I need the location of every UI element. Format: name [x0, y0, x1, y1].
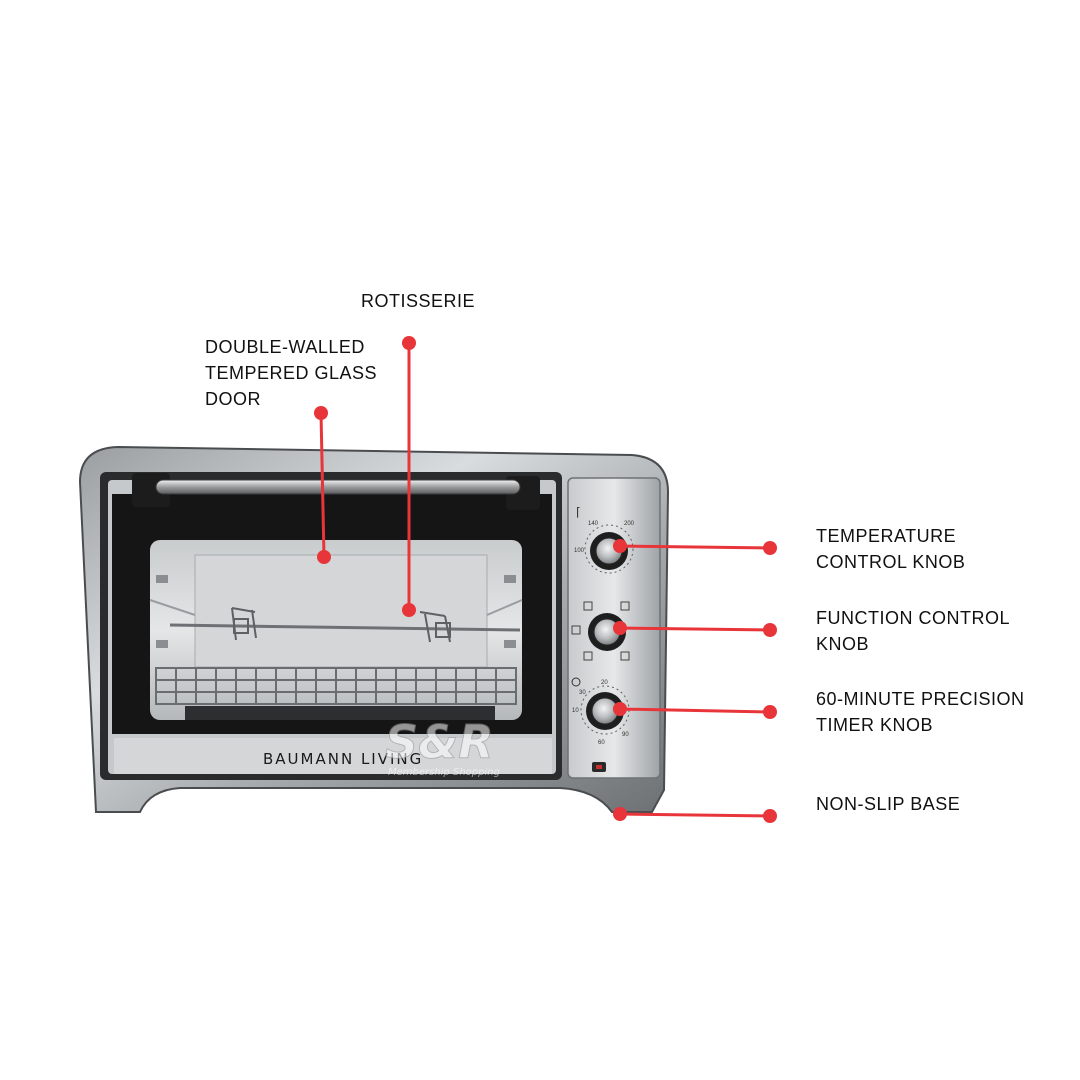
callout-pointer-timer-knob	[613, 702, 777, 719]
brand-logo: BAUMANN LIVING	[263, 750, 423, 768]
watermark: S&R Membership Shopping	[385, 715, 500, 779]
temperature-scale-100: 100	[574, 548, 585, 554]
callout-pointer-door	[314, 406, 331, 564]
callout-label-base: NON-SLIP BASE	[816, 794, 961, 814]
callout-pointer-function-knob	[613, 621, 777, 637]
clock-icon	[571, 677, 581, 687]
temperature-scale-200: 200	[624, 521, 635, 527]
timer-knob[interactable]	[586, 692, 624, 730]
callout-label-temperature-knob: TEMPERATURE CONTROL KNOB	[816, 526, 966, 572]
rotisserie-spit	[169, 607, 521, 643]
watermark-tagline: Membership Shopping	[388, 767, 500, 778]
baking-tray	[185, 706, 495, 720]
timer-scale-20: 20	[601, 680, 608, 686]
wire-rack	[155, 667, 517, 705]
callout-label-timer-knob: 60-MINUTE PRECISION TIMER KNOB	[816, 689, 1025, 735]
thermometer-icon: ⌈	[576, 505, 581, 519]
callout-pointer-base	[613, 807, 777, 823]
timer-scale-90: 90	[622, 732, 629, 738]
watermark-logo: S&R	[385, 715, 494, 769]
temperature-scale-140: 140	[588, 521, 599, 527]
callout-pointer-temperature-knob	[613, 539, 777, 555]
function-mode-icons	[571, 601, 630, 661]
callout-label-function-knob: FUNCTION CONTROL KNOB	[816, 608, 1010, 654]
timer-scale-60: 60	[598, 740, 605, 746]
callout-label-door: DOUBLE-WALLED TEMPERED GLASS DOOR	[205, 337, 378, 409]
timer-scale-10: 10	[572, 708, 579, 714]
timer-scale-30: 30	[579, 690, 586, 696]
callout-label-rotisserie: ROTISSERIE	[361, 291, 476, 311]
brand-strip	[114, 738, 552, 774]
door-handle[interactable]	[132, 473, 540, 510]
callout-pointer-rotisserie	[402, 336, 416, 617]
callout-pointers	[314, 336, 777, 823]
